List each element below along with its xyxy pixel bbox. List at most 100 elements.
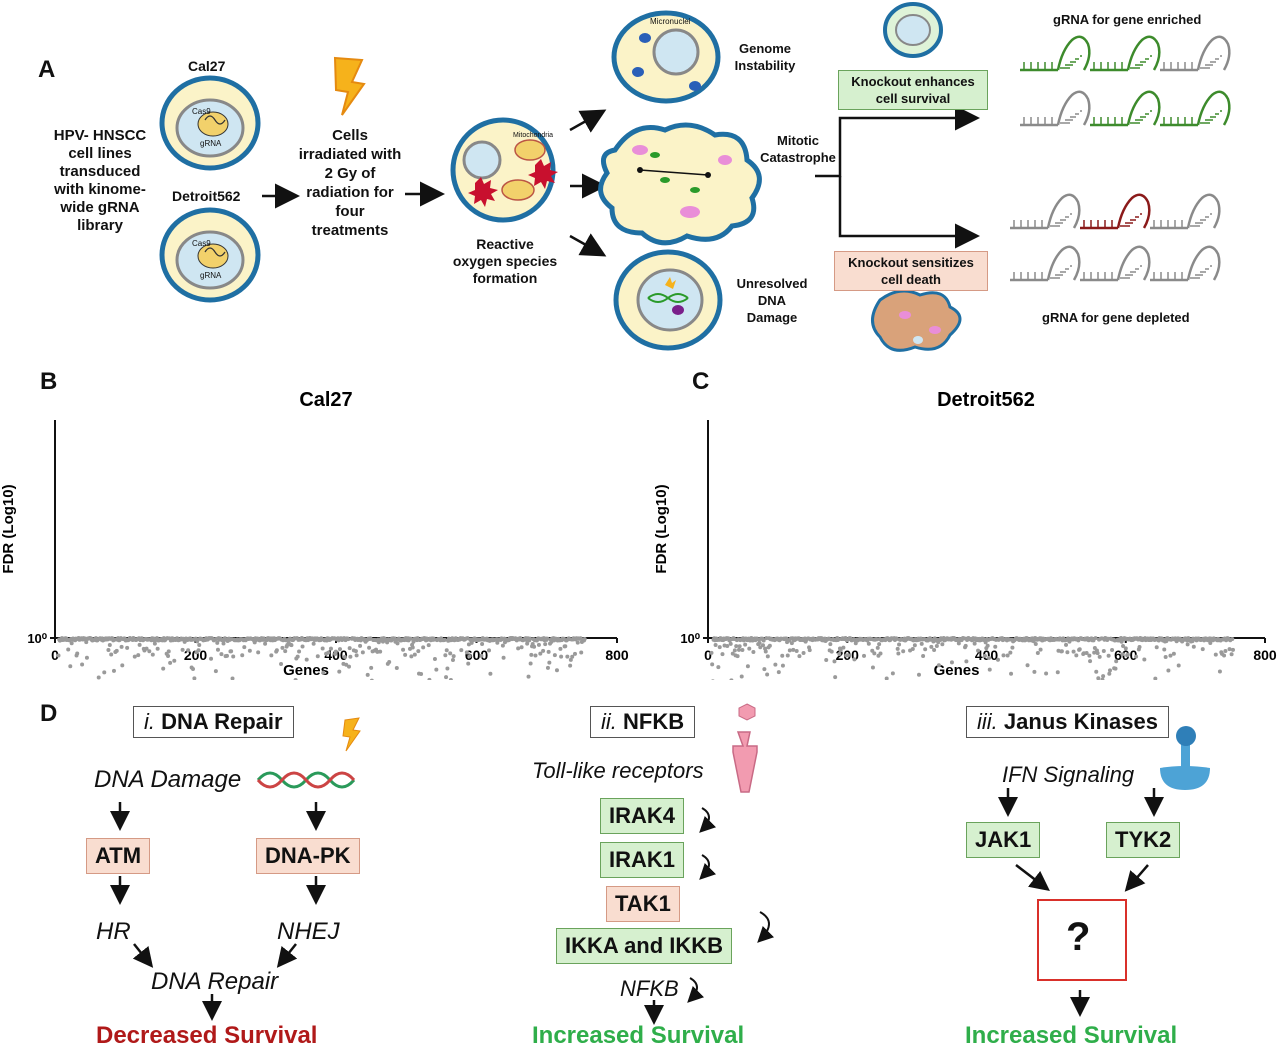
- dna-repair-title: i. DNA Repair: [133, 706, 294, 738]
- ikk-node: IKKA and IKKB: [556, 928, 733, 964]
- gene-point: [445, 666, 450, 671]
- grna-glyph: [1090, 35, 1161, 72]
- y-axis-label: FDR (Log10): [0, 484, 17, 573]
- gene-point: [354, 653, 359, 658]
- gene-point: [96, 675, 101, 680]
- gene-point: [866, 641, 871, 646]
- gene-point: [1227, 647, 1232, 652]
- gene-point: [1114, 659, 1119, 664]
- gene-point: [853, 641, 858, 646]
- cell-line-detroit-label: Detroit562: [172, 188, 241, 204]
- gene-point: [1142, 657, 1147, 662]
- gene-point: [993, 644, 998, 649]
- dna-damage-text: DNA Damage: [94, 766, 242, 793]
- gene-point: [516, 646, 521, 651]
- gene-point: [884, 676, 889, 680]
- gene-point: [102, 670, 107, 675]
- gene-point: [789, 641, 794, 646]
- gene-point: [862, 653, 867, 658]
- gene-point: [545, 665, 550, 670]
- gene-point: [546, 649, 551, 654]
- gene-point: [84, 655, 89, 660]
- gene-point: [166, 649, 171, 654]
- gene-point: [762, 667, 767, 672]
- chart-title: Detroit562: [937, 389, 1035, 411]
- gene-point: [358, 643, 363, 648]
- gene-point: [269, 653, 274, 658]
- decreased-survival-text: Decreased Survival: [96, 1022, 318, 1049]
- gene-point: [582, 636, 587, 641]
- background-genes: [56, 636, 587, 680]
- gene-point: [450, 658, 455, 663]
- gene-point: [107, 642, 112, 647]
- gene-point: [1200, 647, 1205, 652]
- gene-point: [757, 641, 762, 646]
- gene-point: [480, 642, 485, 647]
- janus-increased-survival-text: Increased Survival: [965, 1022, 1178, 1049]
- gene-point: [575, 640, 580, 645]
- grna-label: gRNA: [200, 271, 222, 280]
- gene-point: [1217, 669, 1222, 674]
- gene-point: [348, 654, 353, 659]
- gene-point: [725, 644, 730, 649]
- gene-point: [459, 648, 464, 653]
- mitochondria-label: Mitochondria: [513, 132, 554, 139]
- gene-point: [1171, 651, 1176, 656]
- lightning-icon: [333, 56, 366, 116]
- gene-point: [828, 642, 833, 647]
- grna-glyph: [1010, 245, 1081, 282]
- gene-point: [419, 672, 424, 677]
- gene-point: [403, 652, 408, 657]
- dna-repair-text: DNA Repair: [151, 968, 279, 995]
- grna-glyph: [1020, 35, 1091, 72]
- irak1-node: IRAK1: [600, 842, 685, 878]
- gene-point: [1230, 647, 1235, 652]
- gene-point: [448, 651, 453, 656]
- gene-point: [293, 677, 298, 680]
- gene-point: [256, 650, 261, 655]
- gene-point: [940, 642, 945, 647]
- gene-point: [408, 636, 413, 641]
- grna-label: gRNA: [200, 139, 222, 148]
- gene-point: [1074, 653, 1079, 658]
- gene-point: [1163, 654, 1168, 659]
- gene-point: [274, 648, 279, 653]
- gene-point: [710, 662, 715, 667]
- gene-point: [412, 652, 417, 657]
- gene-point: [1001, 653, 1006, 658]
- gene-point: [773, 662, 778, 667]
- gene-point: [1107, 668, 1112, 673]
- gene-point: [878, 651, 883, 656]
- gene-point: [196, 648, 201, 653]
- gene-point: [711, 679, 715, 680]
- gene-point: [1025, 663, 1030, 668]
- gene-point: [1038, 647, 1043, 652]
- gene-point: [501, 655, 506, 660]
- gene-point: [525, 641, 530, 646]
- gene-point: [192, 676, 197, 680]
- gene-point: [901, 649, 906, 654]
- gene-point: [221, 641, 226, 646]
- gene-point: [168, 660, 173, 665]
- gene-point: [1096, 676, 1101, 680]
- gene-point: [311, 641, 316, 646]
- gene-point: [976, 648, 981, 653]
- gene-point: [75, 651, 80, 656]
- gene-point: [846, 653, 851, 658]
- gene-point: [219, 652, 224, 657]
- y-tick-label: 10⁰: [680, 631, 700, 646]
- gene-point: [434, 667, 439, 672]
- panel-d-label: D: [40, 700, 58, 727]
- gene-point: [500, 643, 505, 648]
- gene-point: [1008, 650, 1013, 655]
- panel-a-label: A: [38, 56, 56, 83]
- gene-point: [801, 650, 806, 655]
- gene-point: [1229, 652, 1234, 657]
- gene-point: [421, 645, 426, 650]
- gene-point: [1154, 645, 1159, 650]
- gene-point: [956, 641, 961, 646]
- x-tick-label: 800: [1253, 647, 1277, 663]
- gene-point: [541, 648, 546, 653]
